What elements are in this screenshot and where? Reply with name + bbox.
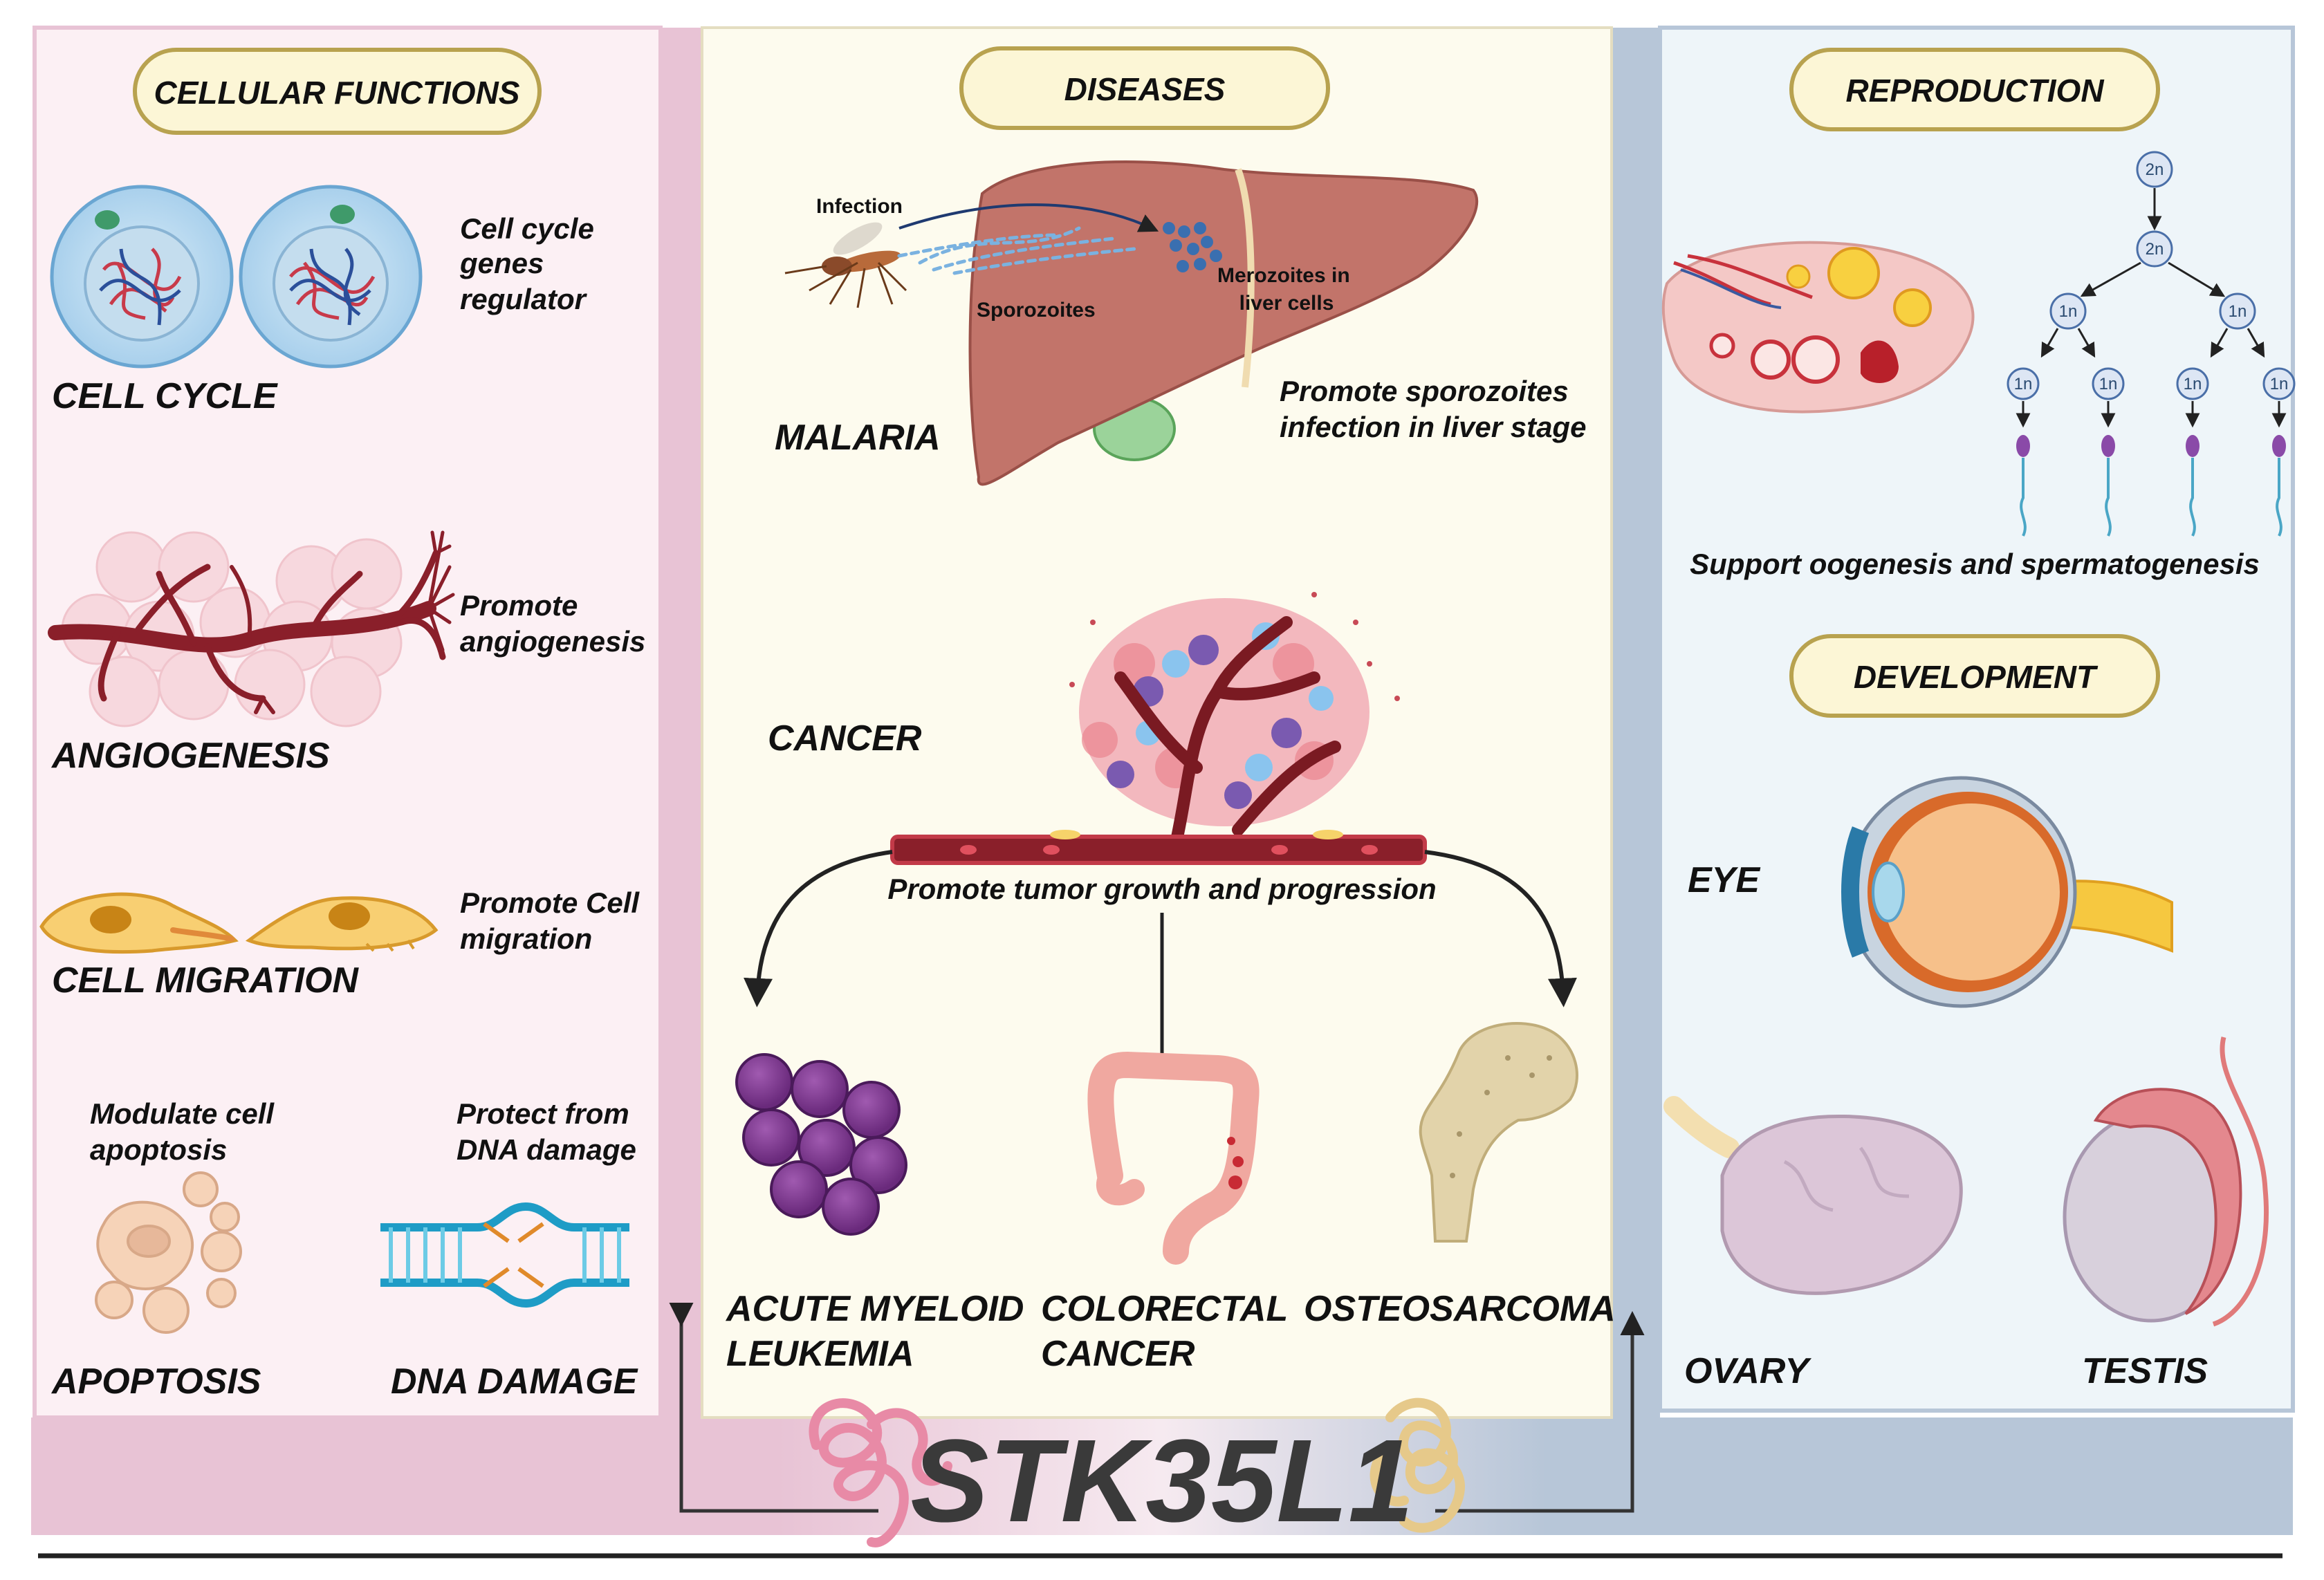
femur-bone-icon xyxy=(1419,1022,1578,1243)
sperm-icon xyxy=(2016,435,2286,537)
ploidy-2n-second: 2n xyxy=(2146,240,2164,259)
aml-title: ACUTE MYELOID LEUKEMIA xyxy=(725,1289,1034,1374)
apoptosis-desc: Modulate cell apoptosis xyxy=(90,1097,282,1166)
cellular-functions-header: CELLULAR FUNCTIONS xyxy=(133,48,542,135)
gene-coil-icon xyxy=(1370,1397,1465,1533)
angiogenesis-title: ANGIOGENESIS xyxy=(50,736,330,776)
testis-title: TESTIS xyxy=(2082,1351,2208,1391)
ploidy-1n-right: 1n xyxy=(2229,302,2247,321)
angiogenesis-desc: Promote angiogenesis xyxy=(460,589,645,658)
apoptosis-title: APOPTOSIS xyxy=(50,1361,261,1402)
cell-nucleus-icon xyxy=(239,185,423,369)
migration-desc: Promote Cell migration xyxy=(460,886,647,955)
migration-title: CELL MIGRATION xyxy=(52,960,359,1001)
cell-nucleus-icon xyxy=(50,185,234,369)
cell-cycle-desc: Cell cycle genes regulator xyxy=(459,212,602,315)
eye-icon xyxy=(1841,776,2173,1008)
cell-cycle-title: CELL CYCLE xyxy=(52,376,278,416)
colorectal-title: COLORECTAL CANCER xyxy=(1041,1289,1298,1374)
meiosis-tree-icon xyxy=(2007,151,2296,428)
dna-helix-icon xyxy=(380,1202,629,1308)
dna-title: DNA DAMAGE xyxy=(391,1361,638,1402)
fibroblast-icon xyxy=(39,892,239,954)
ploidy-1n-b: 1n xyxy=(2099,375,2118,393)
gene-coil-icon xyxy=(809,1398,952,1548)
ploidy-2n-top: 2n xyxy=(2146,160,2164,179)
merozoites-label: Merozoites in liver cells xyxy=(1217,264,1356,315)
dna-desc: Protect from DNA damage xyxy=(456,1097,637,1166)
tumor-icon xyxy=(890,592,1427,865)
ovary-title: OVARY xyxy=(1684,1351,1811,1391)
cancer-title: CANCER xyxy=(768,718,922,759)
ovary-follicle-icon xyxy=(1661,241,1975,413)
diseases-header: DISEASES xyxy=(959,46,1330,130)
reproduction-title: REPRODUCTION xyxy=(1845,73,2104,109)
gene-name: STK35L1 xyxy=(910,1415,1413,1547)
testis-icon xyxy=(2063,1037,2269,1327)
development-title: DEVELOPMENT xyxy=(1854,659,2099,695)
ploidy-1n-d: 1n xyxy=(2270,375,2289,393)
fibroblast-icon xyxy=(245,896,439,952)
ploidy-1n-a: 1n xyxy=(2014,375,2033,393)
blood-vessel-icon xyxy=(48,530,455,727)
liver-icon xyxy=(897,160,1479,486)
arrow-to-osteosarcoma xyxy=(1424,850,1577,1007)
development-header: DEVELOPMENT xyxy=(1789,634,2160,718)
malaria-desc: Promote sporozoites infection in liver s… xyxy=(1280,375,1586,443)
arrow-to-aml xyxy=(744,850,893,1007)
cellular-functions-title: CELLULAR FUNCTIONS xyxy=(154,75,520,111)
infection-label: Infection xyxy=(816,195,903,218)
eye-title: EYE xyxy=(1688,860,1760,900)
diseases-title: DISEASES xyxy=(1064,71,1226,107)
ovary-organ-icon xyxy=(1663,1096,1963,1295)
leukemia-cells-icon xyxy=(735,1053,907,1236)
pink-divider-band xyxy=(661,28,702,1424)
gene-arrow-right xyxy=(1435,1311,1645,1513)
blue-divider-band xyxy=(1612,28,1660,1424)
apoptotic-cell-icon xyxy=(95,1171,242,1334)
gene-arrow-left xyxy=(669,1303,878,1513)
colon-icon xyxy=(1087,1051,1260,1265)
malaria-title: MALARIA xyxy=(775,418,941,458)
ploidy-1n-left: 1n xyxy=(2059,302,2078,321)
ploidy-1n-c: 1n xyxy=(2184,375,2202,393)
sporozoites-label: Sporozoites xyxy=(977,299,1096,322)
cancer-desc: Promote tumor growth and progression xyxy=(887,873,1436,905)
osteosarcoma-title: OSTEOSARCOMA xyxy=(1304,1289,1616,1329)
gene-band xyxy=(31,1418,2293,1535)
reproduction-header: REPRODUCTION xyxy=(1789,48,2160,131)
reproduction-desc: Support oogenesis and spermatogenesis xyxy=(1690,548,2260,580)
mosquito-icon xyxy=(784,222,907,308)
